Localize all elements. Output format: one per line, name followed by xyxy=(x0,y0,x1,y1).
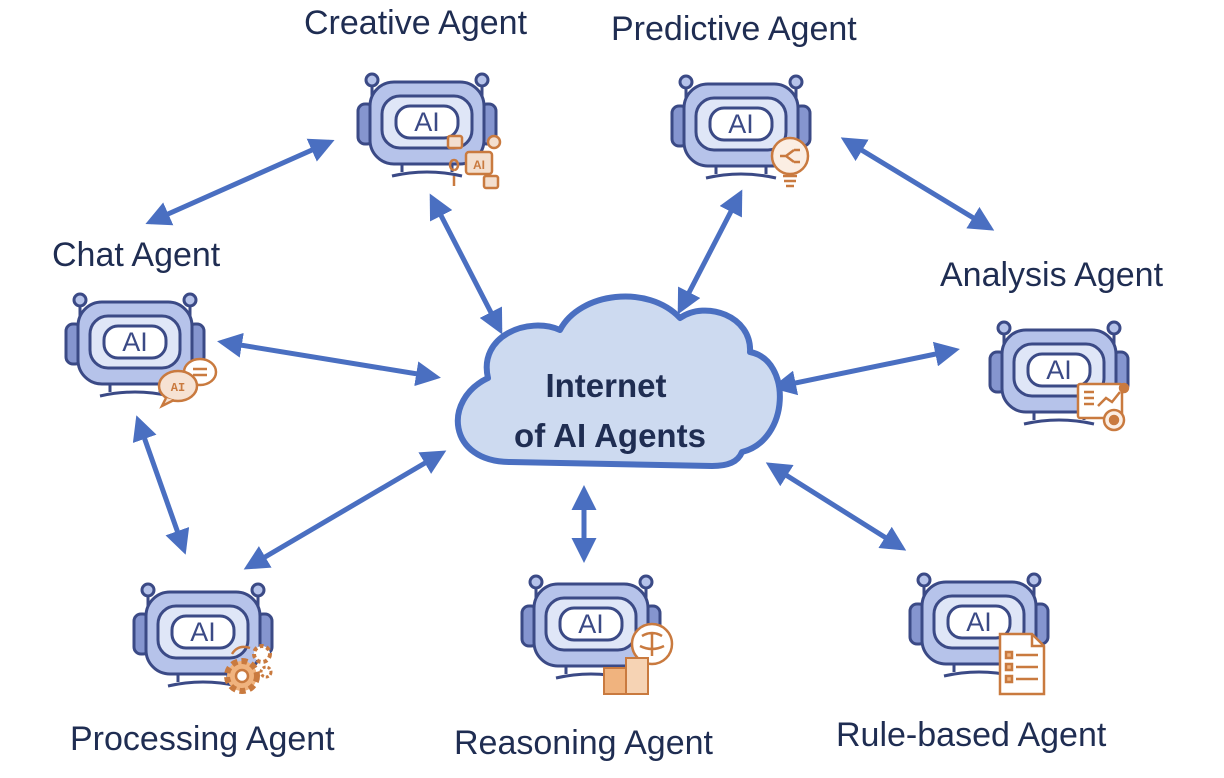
creative-agent-label: Creative Agent xyxy=(304,4,528,42)
arrow-rule-hub xyxy=(765,462,907,551)
reasoning-agent-label: Reasoning Agent xyxy=(454,724,713,762)
checklist-document-icon xyxy=(998,632,1046,696)
robot-ai-text: AI xyxy=(190,617,216,647)
analysis-agent-label: Analysis Agent xyxy=(940,256,1164,294)
chat-badge-text: AI xyxy=(171,381,185,395)
brain-lightbulb-icon xyxy=(770,136,810,188)
cloud-icon xyxy=(454,293,783,469)
gears-icon xyxy=(224,644,273,694)
arrow-chat-processing xyxy=(132,415,190,555)
brain-puzzle-icon xyxy=(603,622,674,695)
robot-ai-text: AI xyxy=(728,109,754,139)
analytics-chart-icon xyxy=(1076,382,1130,432)
processing-agent-robot: AI xyxy=(132,582,274,694)
arrow-predictive-hub xyxy=(677,189,743,315)
hub-title-line2: of AI Agents xyxy=(514,417,706,454)
robot-ai-text: AI xyxy=(578,609,604,639)
svg-text:AI: AI xyxy=(473,158,485,172)
robot-ai-text: AI xyxy=(1046,355,1072,385)
rule-based-agent-label: Rule-based Agent xyxy=(836,716,1107,754)
chat-bubbles-icon: AI xyxy=(157,357,218,409)
creative-agent-robot: AI AI xyxy=(356,72,502,190)
connection-arrows xyxy=(132,137,995,570)
internet-cloud-hub: Internet of AI Agents xyxy=(454,293,783,469)
arrow-chat-creative xyxy=(145,138,335,226)
predictive-agent-robot: AI xyxy=(670,74,812,188)
reasoning-agent-robot: AI xyxy=(520,574,674,695)
robot-ai-text: AI xyxy=(966,607,992,637)
robot-ai-text: AI xyxy=(122,327,148,357)
arrow-creative-hub xyxy=(429,193,503,335)
processing-agent-label: Processing Agent xyxy=(70,720,335,758)
arrow-analysis-hub xyxy=(771,341,960,396)
predictive-agent-label: Predictive Agent xyxy=(611,10,857,48)
hub-title-line1: Internet xyxy=(545,367,666,404)
analysis-agent-robot: AI xyxy=(988,320,1130,432)
arrow-chat-hub xyxy=(217,332,441,387)
robot-ai-text: AI xyxy=(414,107,440,137)
creative-collage-icon: AI xyxy=(446,134,502,190)
chat-agent-robot: AI AI xyxy=(64,292,218,409)
chat-agent-label: Chat Agent xyxy=(52,236,221,274)
arrow-predictive-analysis xyxy=(840,137,995,231)
rule-based-agent-robot: AI xyxy=(908,572,1050,696)
arrow-processing-hub xyxy=(243,450,447,570)
